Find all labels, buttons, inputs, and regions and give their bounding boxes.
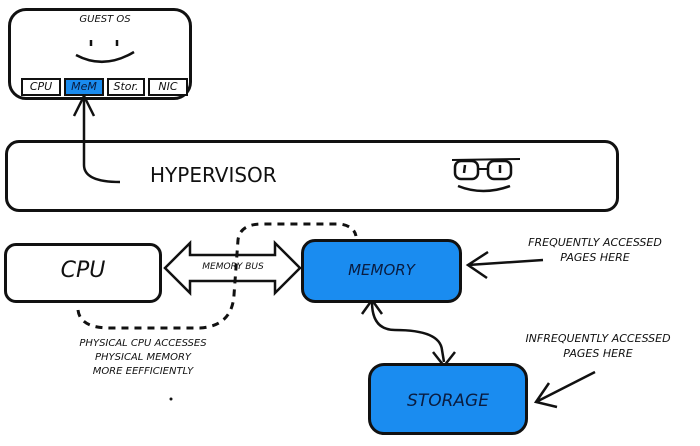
guest-os-chip-nic[interactable]: NIC bbox=[148, 78, 188, 96]
hypervisor-to-mem-arrowhead bbox=[72, 93, 96, 117]
memory-bus-label: MEMORY BUS bbox=[202, 262, 264, 272]
guest-os-box bbox=[8, 8, 192, 100]
infrequent-annotation-line2: PAGES HERE bbox=[563, 347, 633, 360]
cpu-access-annotation-line3: MORE EEFFICIENTLY bbox=[92, 366, 194, 377]
cpu-access-annotation-line2: PHYSICAL MEMORY bbox=[94, 352, 192, 363]
cpu-box bbox=[4, 243, 162, 303]
memory-box bbox=[301, 239, 462, 303]
guest-os-chip-mem[interactable]: MeM bbox=[64, 78, 104, 96]
frequent-pointer-arrow bbox=[465, 250, 544, 280]
infrequent-pointer-arrow bbox=[533, 370, 596, 409]
cpu-access-annotation-line1: PHYSICAL CPU ACCESSES bbox=[79, 338, 207, 349]
infrequent-annotation-line1: INFREQUENTLY ACCESSED bbox=[525, 332, 671, 345]
memory-label: MEMORY bbox=[348, 261, 415, 279]
guest-os-title: GUEST OS bbox=[79, 14, 131, 25]
frequent-annotation-line2: PAGES HERE bbox=[560, 251, 630, 264]
cpu-memory-dashed-path bbox=[76, 222, 358, 330]
cpu-label: CPU bbox=[60, 258, 106, 283]
memory-storage-arrow bbox=[370, 301, 446, 363]
storage-box bbox=[368, 363, 528, 435]
smiley-face-icon bbox=[75, 40, 135, 63]
memory-bus-arrow bbox=[163, 239, 302, 297]
hypervisor-to-mem-arrow bbox=[82, 96, 121, 184]
hypervisor-box bbox=[5, 140, 619, 212]
glasses-face-icon bbox=[451, 158, 521, 193]
guest-os-chip-storage[interactable]: Stor. bbox=[107, 78, 145, 96]
storage-label: STORAGE bbox=[407, 391, 489, 411]
frequent-annotation-line1: FREQUENTLY ACCESSED bbox=[528, 236, 662, 249]
stray-dot bbox=[169, 397, 173, 401]
hypervisor-label: HYPERVISOR bbox=[150, 163, 277, 187]
guest-os-chip-cpu[interactable]: CPU bbox=[21, 78, 61, 96]
